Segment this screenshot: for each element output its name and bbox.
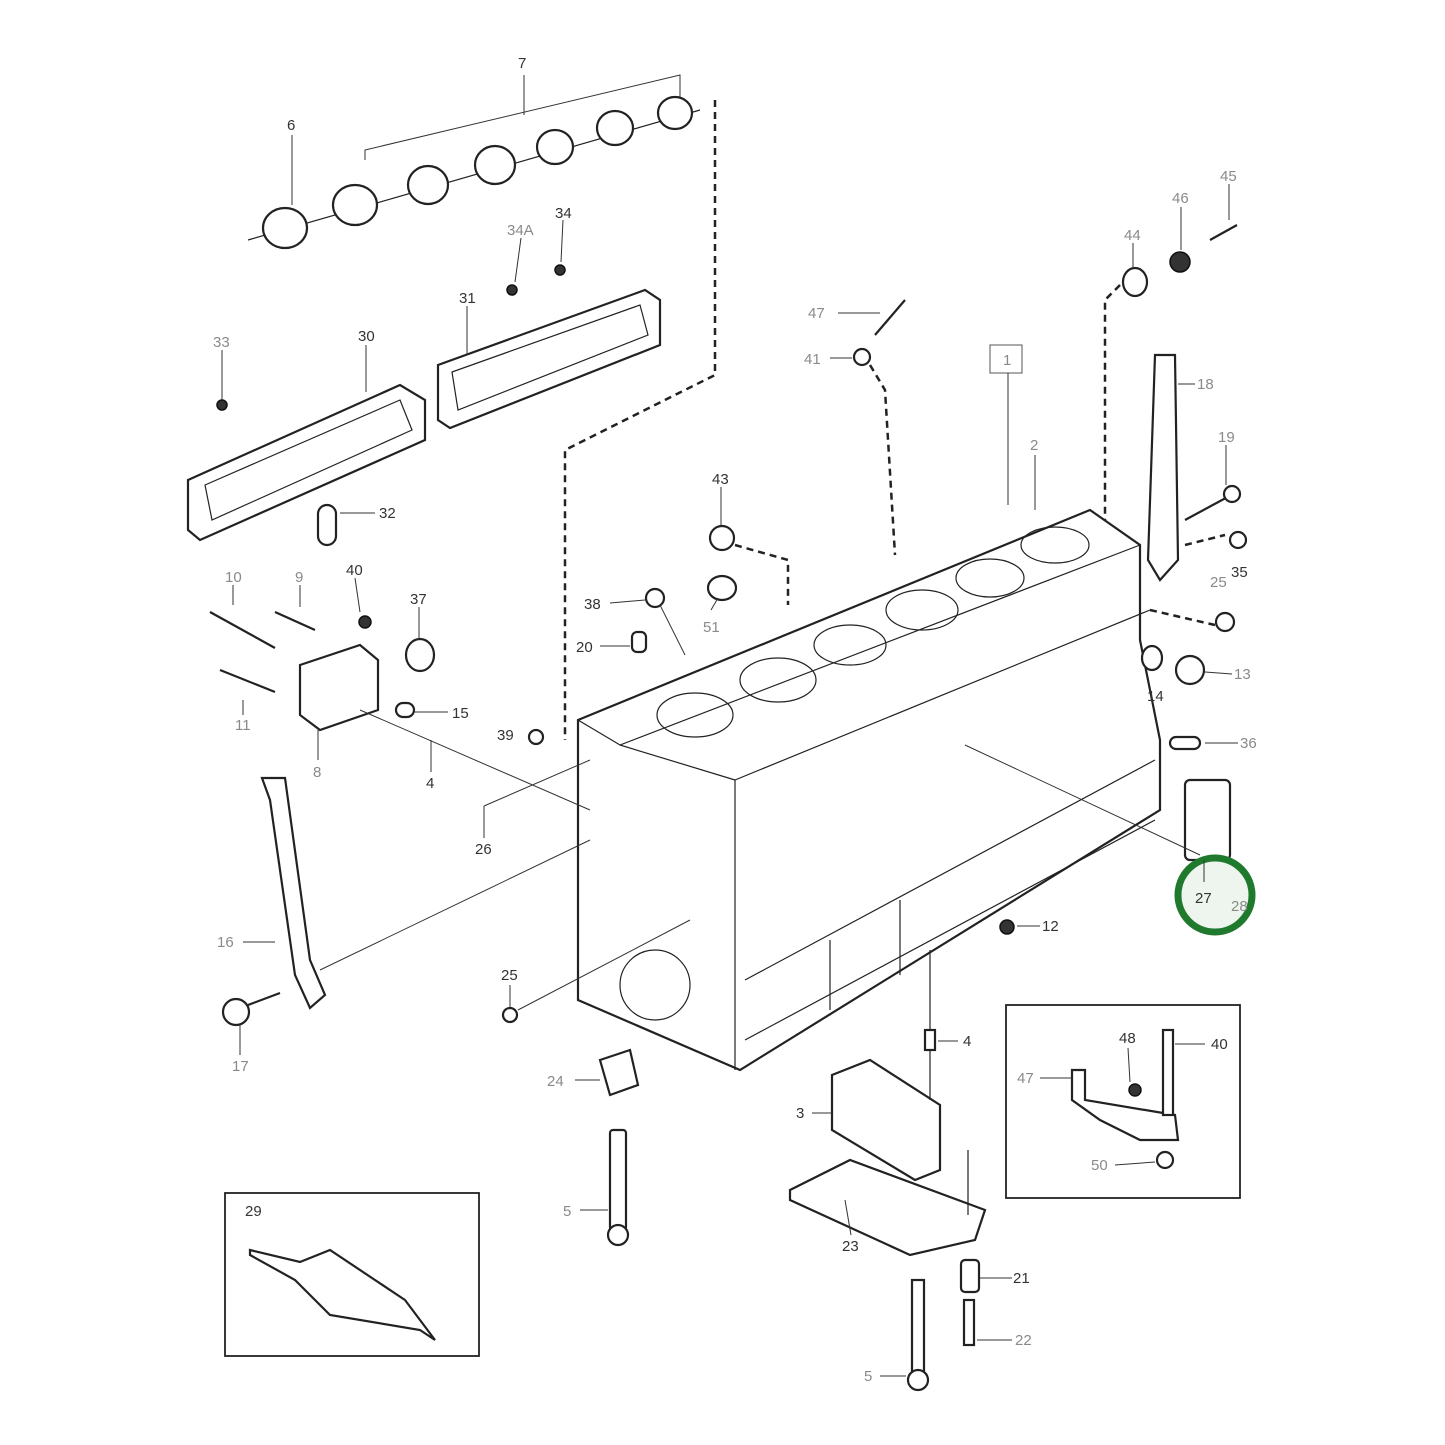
label-46: 46 [1172,190,1189,207]
label-40: 40 [346,562,363,579]
label-17: 17 [232,1058,249,1075]
part-1-box [989,344,1023,374]
label-24: 24 [547,1073,564,1090]
bracket-18 [1146,353,1180,582]
label-19: 19 [1218,429,1235,446]
label-41: 41 [804,351,821,368]
label-3: 3 [796,1105,804,1122]
label-18: 18 [1197,376,1214,393]
label-26: 26 [475,841,492,858]
label-34: 34 [555,205,572,222]
highlight-circle [1174,854,1256,936]
label-37: 37 [410,591,427,608]
label-4: 4 [426,775,434,792]
label-51: 51 [703,619,720,636]
label-39: 39 [497,727,514,744]
label-33: 33 [213,334,230,351]
label-5: 5 [563,1203,571,1220]
label-27: 27 [1195,890,1212,907]
label-10: 10 [225,569,242,586]
inset-detail-oil-pipe [1005,1004,1241,1199]
label-15: 15 [452,705,469,722]
label-21: 21 [1013,1270,1030,1287]
label-11: 11 [235,717,251,734]
label-2: 2 [1030,437,1038,454]
label-5b: 5 [864,1368,872,1385]
label-25b: 25 [501,967,518,984]
label-8: 8 [313,764,321,781]
bearing-cap-3 [830,1058,942,1182]
label-34a: 34A [507,222,534,239]
label-45: 45 [1220,168,1237,185]
label-13: 13 [1234,666,1251,683]
label-22: 22 [1015,1332,1032,1349]
label-38: 38 [584,596,601,613]
label-7: 7 [518,55,526,72]
cover-plate-27 [1183,778,1232,862]
label-25: 25 [1210,574,1227,591]
seal-ring-32 [316,503,338,547]
label-28: 28 [1231,898,1248,915]
label-32: 32 [379,505,396,522]
label-12: 12 [1042,918,1059,935]
side-cover-31 [436,219,662,430]
label-9: 9 [295,569,303,586]
label-30: 30 [358,328,375,345]
label-29: 29 [245,1203,262,1220]
label-6: 6 [287,117,295,134]
label-50: 50 [1091,1157,1108,1174]
engine-block [576,508,1162,1072]
label-47: 47 [808,305,825,322]
label-43: 43 [712,471,729,488]
plate-23 [788,1158,987,1257]
side-cover-30 [186,345,427,542]
label-40b: 40 [1211,1036,1228,1053]
bracket-24 [598,1048,640,1097]
part-labels: 7 6 34A 34 31 30 33 32 47 41 1 2 44 46 4… [213,55,1257,1385]
label-14: 14 [1147,688,1164,705]
bracket-16 [260,776,327,1010]
camshaft-bushings [247,74,701,250]
label-16: 16 [217,934,234,951]
label-23: 23 [842,1238,859,1255]
label-31: 31 [459,290,476,307]
label-20: 20 [576,639,593,656]
label-48: 48 [1119,1030,1136,1047]
label-4b: 4 [963,1033,971,1050]
label-36: 36 [1240,735,1257,752]
label-1: 1 [1003,352,1011,369]
label-47b: 47 [1017,1070,1034,1087]
label-44: 44 [1124,227,1141,244]
label-35: 35 [1231,564,1248,581]
housing-8 [298,643,380,732]
inset-detail-sealant-tube [224,1192,480,1357]
